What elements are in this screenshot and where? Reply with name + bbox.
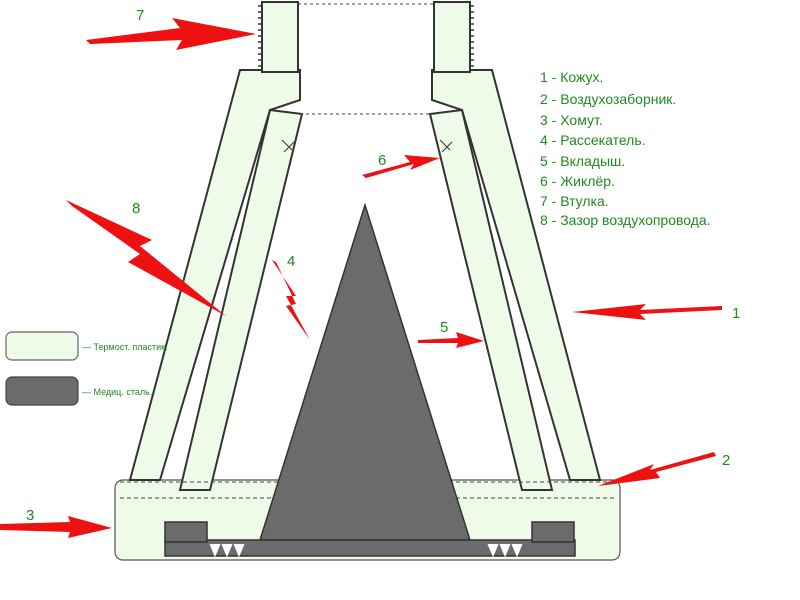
sleeve-left — [261, 1, 299, 73]
legend-item-3: 3 - Хомут. — [540, 112, 603, 128]
arrow-1 — [572, 304, 722, 320]
steel-foot-left — [164, 521, 208, 543]
swatch-plastic-label: — Термост. пластик. — [82, 342, 168, 352]
material-key: — Термост. пластик. — Медиц. сталь. — [5, 331, 168, 406]
swatch-plastic — [5, 331, 79, 361]
legend-item-8: 8 - Зазор воздухопровода. — [540, 212, 711, 228]
callout-2: 2 — [722, 452, 730, 469]
legend-item-7: 7 - Втулка. — [540, 193, 609, 209]
callout-3: 3 — [26, 507, 34, 524]
arrow-6 — [362, 155, 440, 178]
arrow-8 — [66, 200, 226, 316]
arrow-4 — [272, 260, 310, 340]
arrow-5 — [418, 332, 484, 348]
sleeve-right-thread — [470, 5, 474, 67]
sleeve-right — [433, 1, 471, 73]
steel-foot-right — [531, 521, 575, 543]
intake-right-liner — [428, 108, 554, 491]
sleeve-left-thread — [258, 5, 262, 67]
arrow-7 — [86, 18, 256, 50]
callout-5: 5 — [440, 319, 448, 336]
intake-left-liner — [178, 108, 304, 491]
legend: 1 - Кожух. 2 - Воздухозаборник. 3 - Хому… — [540, 69, 711, 228]
callout-1: 1 — [732, 305, 740, 322]
casing-right-wall — [431, 69, 602, 481]
jet-right — [439, 139, 453, 153]
steel-base-plate — [164, 539, 576, 557]
swatch-steel — [5, 376, 79, 406]
legend-item-1: 1 - Кожух. — [540, 69, 603, 85]
arrow-2 — [598, 452, 716, 486]
air-teeth-left — [209, 543, 245, 558]
callout-6: 6 — [378, 152, 386, 169]
jet-left — [281, 139, 295, 153]
legend-item-6: 6 - Жиклёр. — [540, 173, 615, 189]
legend-item-5: 5 - Вкладыш. — [540, 153, 625, 169]
legend-item-2: 2 - Воздухозаборник. — [540, 91, 676, 107]
callout-4: 4 — [287, 253, 295, 270]
air-teeth-right — [487, 543, 523, 558]
callout-7: 7 — [136, 7, 144, 24]
swatch-steel-label: — Медиц. сталь. — [82, 387, 152, 397]
callout-8: 8 — [132, 200, 140, 217]
arrow-3 — [0, 516, 112, 538]
legend-item-4: 4 - Рассекатель. — [540, 132, 646, 148]
